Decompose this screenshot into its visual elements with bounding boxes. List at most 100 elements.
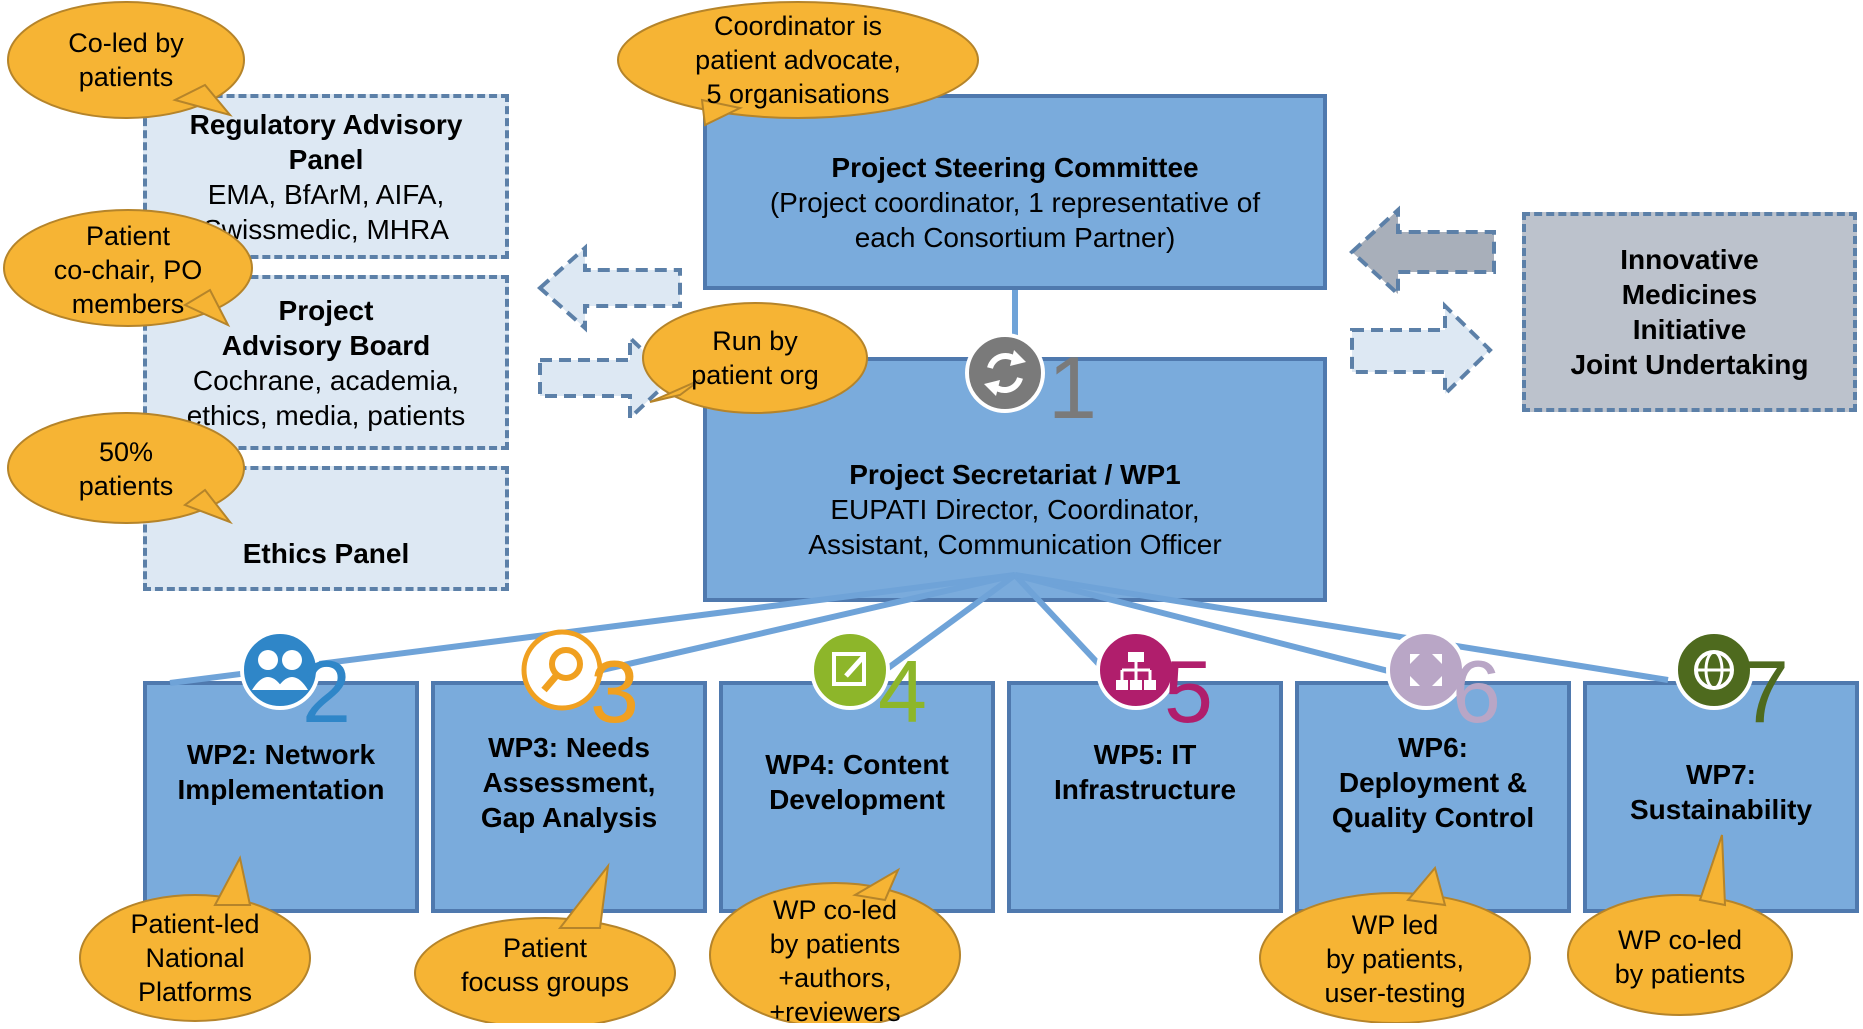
imi-left-arrow-icon bbox=[1349, 205, 1496, 299]
bubble-text: Patient-led bbox=[130, 909, 260, 939]
bubble-runby-shape bbox=[642, 302, 868, 414]
panel-title: Regulatory Advisory bbox=[189, 108, 463, 140]
panel-title: Ethics Panel bbox=[242, 538, 410, 569]
wp4-number: 4 bbox=[878, 642, 927, 741]
bubble-text: WP co-led bbox=[772, 895, 898, 925]
bubble-wp3: Patient focuss groups bbox=[430, 930, 660, 1000]
globe-icon bbox=[1674, 630, 1754, 710]
edit-icon bbox=[810, 630, 890, 710]
bubble-fifty: 50% patients bbox=[30, 434, 222, 504]
bubble-text: Patient bbox=[85, 221, 171, 251]
wp5-number: 5 bbox=[1164, 642, 1213, 741]
panel-text: ethics, media, patients bbox=[186, 399, 466, 431]
wp-label: WP6: bbox=[1398, 731, 1468, 763]
wp-label: Quality Control bbox=[1331, 801, 1535, 833]
panel-title: Project bbox=[278, 294, 374, 326]
right-arrow-icon bbox=[538, 333, 675, 423]
bubble-text: 5 organisations bbox=[706, 79, 890, 109]
wp-label: Infrastructure bbox=[1053, 774, 1237, 805]
bubble-text: patients bbox=[78, 471, 174, 501]
wp-label: WP5: IT bbox=[1093, 739, 1197, 770]
bubble-coordinator-shape bbox=[617, 1, 979, 127]
bubble-wp7-shape bbox=[1567, 834, 1793, 1016]
wp-label: Sustainability bbox=[1629, 794, 1813, 825]
wp-label: WP2: Network bbox=[186, 739, 376, 770]
bubble-text: Co-led by bbox=[68, 28, 184, 58]
bubble-text: 50% bbox=[98, 437, 154, 467]
bubble-coordinator: Coordinator is patient advocate, 5 organ… bbox=[640, 8, 956, 112]
imi-joint-undertaking: Innovative Medicines Initiative Joint Un… bbox=[1522, 212, 1857, 412]
panel-text: EMA, BfArM, AIFA, bbox=[207, 178, 445, 210]
bubble-text: user-testing bbox=[1324, 978, 1466, 1008]
steering-title: Project Steering Committee bbox=[831, 151, 1199, 183]
bubble-text: +reviewers bbox=[769, 997, 901, 1027]
bubble-text: by patients bbox=[769, 929, 901, 959]
people-icon bbox=[240, 630, 320, 710]
bubble-wp4-shape bbox=[709, 867, 961, 1023]
magnifier-icon bbox=[521, 629, 603, 711]
bubble-wp6: WP led by patients, user-testing bbox=[1290, 907, 1500, 1011]
bubble-coled-shape bbox=[7, 1, 245, 119]
bubble-text: WP led bbox=[1351, 910, 1439, 940]
bubble-cochair: Patient co-chair, PO members bbox=[28, 218, 228, 322]
bubble-text: patients bbox=[78, 62, 174, 92]
panel-text: Cochrane, academia, bbox=[192, 364, 460, 396]
bubble-text: Run by bbox=[712, 326, 798, 356]
bubble-text: Platforms bbox=[137, 977, 253, 1007]
expand-icon bbox=[1386, 630, 1466, 710]
regulatory-advisory-panel: Regulatory Advisory Panel EMA, BfArM, AI… bbox=[143, 94, 509, 259]
wp5-box: WP5: IT Infrastructure bbox=[1007, 681, 1283, 913]
wp3-number: 3 bbox=[590, 642, 639, 741]
bubble-fifty-shape bbox=[7, 412, 245, 525]
imi-text: Joint Undertaking bbox=[1570, 349, 1809, 380]
bubble-text: Patient bbox=[502, 933, 588, 963]
bubble-wp2-shape bbox=[79, 855, 311, 1022]
bubble-coled: Co-led by patients bbox=[30, 23, 222, 97]
bubble-text: co-chair, PO bbox=[53, 255, 203, 285]
bubble-cochair-shape bbox=[3, 209, 253, 328]
imi-text: Medicines bbox=[1621, 279, 1758, 310]
imi-text: Innovative bbox=[1620, 244, 1759, 275]
sitemap-icon bbox=[1096, 630, 1176, 710]
bubble-text: WP co-led bbox=[1617, 925, 1743, 955]
wp-label: Assessment, bbox=[482, 766, 656, 798]
panel-title: Panel bbox=[288, 143, 364, 175]
secretariat-title: Project Secretariat / WP1 bbox=[849, 459, 1181, 490]
bubble-text: +authors, bbox=[778, 963, 892, 993]
secretariat-text: EUPATI Director, Coordinator, bbox=[830, 494, 1200, 525]
bubble-wp4: WP co-led by patients +authors, +reviewe… bbox=[740, 893, 930, 1029]
bubble-text: focuss groups bbox=[460, 967, 630, 997]
wp-label: WP7: bbox=[1686, 759, 1756, 790]
bubble-wp6-shape bbox=[1259, 865, 1531, 1023]
bubble-wp3-shape bbox=[414, 862, 676, 1023]
wp1-number: 1 bbox=[1048, 338, 1097, 437]
bubble-wp7: WP co-led by patients bbox=[1590, 922, 1770, 992]
bubble-text: by patients bbox=[1614, 959, 1746, 989]
wp-label: WP4: Content bbox=[765, 749, 949, 780]
bubble-text: Coordinator is bbox=[713, 11, 883, 41]
imi-right-arrow-icon bbox=[1350, 301, 1493, 399]
bubble-runby: Run by patient org bbox=[660, 323, 850, 393]
steering-text: each Consortium Partner) bbox=[854, 221, 1176, 253]
bubble-wp2: Patient-led National Platforms bbox=[100, 906, 290, 1010]
wp-label: Development bbox=[769, 784, 945, 815]
refresh-icon bbox=[965, 333, 1045, 413]
wp-label: Gap Analysis bbox=[480, 801, 658, 833]
wp6-number: 6 bbox=[1452, 642, 1501, 741]
bubble-text: patient org bbox=[691, 360, 819, 390]
imi-text: Initiative bbox=[1632, 314, 1747, 345]
wp-label: WP3: Needs bbox=[488, 731, 650, 763]
wp7-number: 7 bbox=[1740, 642, 1789, 741]
panel-title: Advisory Board bbox=[221, 329, 431, 361]
wp2-number: 2 bbox=[302, 642, 351, 741]
bubble-text: National bbox=[145, 943, 245, 973]
left-arrow-icon bbox=[536, 243, 682, 333]
panel-text: Swissmedic, MHRA bbox=[203, 213, 449, 245]
project-steering-committee: Project Steering Committee (Project coor… bbox=[703, 94, 1327, 290]
wp2-box: WP2: Network Implementation bbox=[143, 681, 419, 913]
secretariat-text: Assistant, Communication Officer bbox=[808, 529, 1222, 560]
bubble-text: by patients, bbox=[1325, 944, 1465, 974]
wp-label: Deployment & bbox=[1338, 766, 1528, 798]
wp-label: Implementation bbox=[177, 774, 385, 805]
